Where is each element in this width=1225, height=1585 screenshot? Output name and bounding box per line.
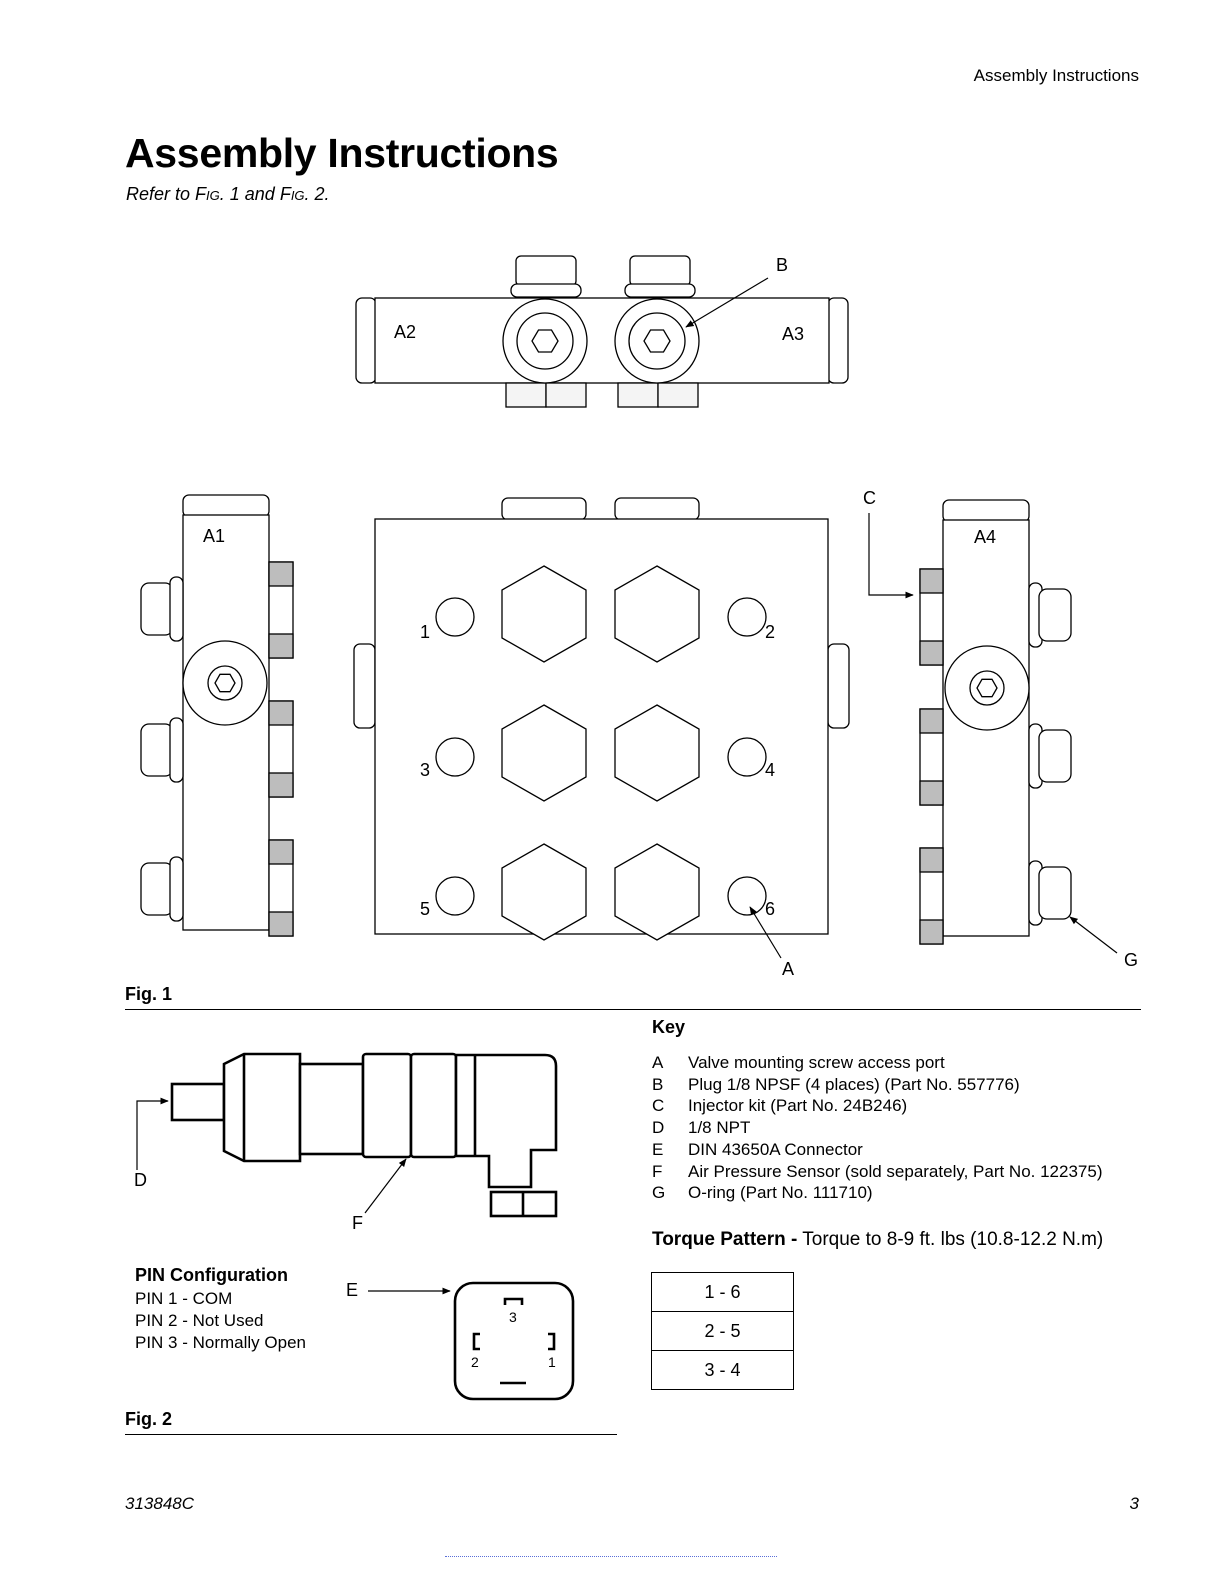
callout-G: G	[1124, 950, 1138, 970]
callout-A1: A1	[203, 526, 225, 546]
pin-item: PIN 3 - Normally Open	[135, 1333, 306, 1352]
callout-A2: A2	[394, 322, 416, 342]
page-title: Assembly Instructions	[125, 130, 559, 176]
torque-pattern: Torque Pattern - Torque to 8-9 ft. lbs (…	[652, 1229, 1104, 1250]
callout-A3: A3	[782, 324, 804, 344]
port-label: 1	[420, 622, 430, 642]
din-connector-face	[453, 1281, 575, 1401]
port-label: 6	[765, 899, 775, 919]
callout-A4: A4	[974, 527, 996, 547]
page-boundary-line	[445, 1556, 777, 1557]
port-label: 5	[420, 899, 430, 919]
connector-pin-label: 3	[509, 1309, 517, 1325]
manifold-right-view	[919, 499, 1072, 945]
pin-config-title: PIN Configuration	[135, 1265, 288, 1285]
torque-step: 3 - 4	[651, 1350, 794, 1390]
page-number: 3	[1129, 1494, 1139, 1513]
port-label: 3	[420, 760, 430, 780]
callout-E: E	[346, 1280, 358, 1300]
callout-F: F	[352, 1213, 363, 1233]
callout-A: A	[782, 959, 794, 979]
callout-C: C	[863, 488, 876, 508]
port-label: 4	[765, 760, 775, 780]
pin-config-list: PIN 1 - COM PIN 2 - Not Used PIN 3 - Nor…	[135, 1288, 306, 1354]
document-number: 313848C	[125, 1494, 195, 1513]
manifold-left-view	[140, 494, 294, 937]
connector-pin-label: 1	[548, 1354, 556, 1370]
fig1-caption: Fig. 1	[125, 984, 172, 1004]
fig2-caption: Fig. 2	[125, 1409, 172, 1429]
callout-D: D	[134, 1170, 147, 1190]
key-title: Key	[652, 1017, 686, 1037]
port-label: 2	[765, 622, 775, 642]
running-head: Assembly Instructions	[973, 66, 1139, 85]
air-pressure-sensor	[170, 1052, 558, 1218]
intro-text: Refer to FIG. 1 and FIG. 2.	[126, 184, 330, 204]
torque-step: 2 - 5	[651, 1311, 794, 1351]
connector-pin-label: 2	[471, 1354, 479, 1370]
pin-item: PIN 2 - Not Used	[135, 1311, 264, 1330]
torque-sequence-table: 1 - 6 2 - 5 3 - 4	[651, 1272, 794, 1390]
fig2-rule	[125, 1434, 617, 1435]
manifold-top-view	[355, 255, 849, 408]
pin-item: PIN 1 - COM	[135, 1289, 233, 1308]
torque-step: 1 - 6	[651, 1272, 794, 1312]
fig1-rule	[125, 1009, 1141, 1010]
callout-B: B	[776, 255, 788, 275]
manifold-front-view	[353, 497, 850, 941]
